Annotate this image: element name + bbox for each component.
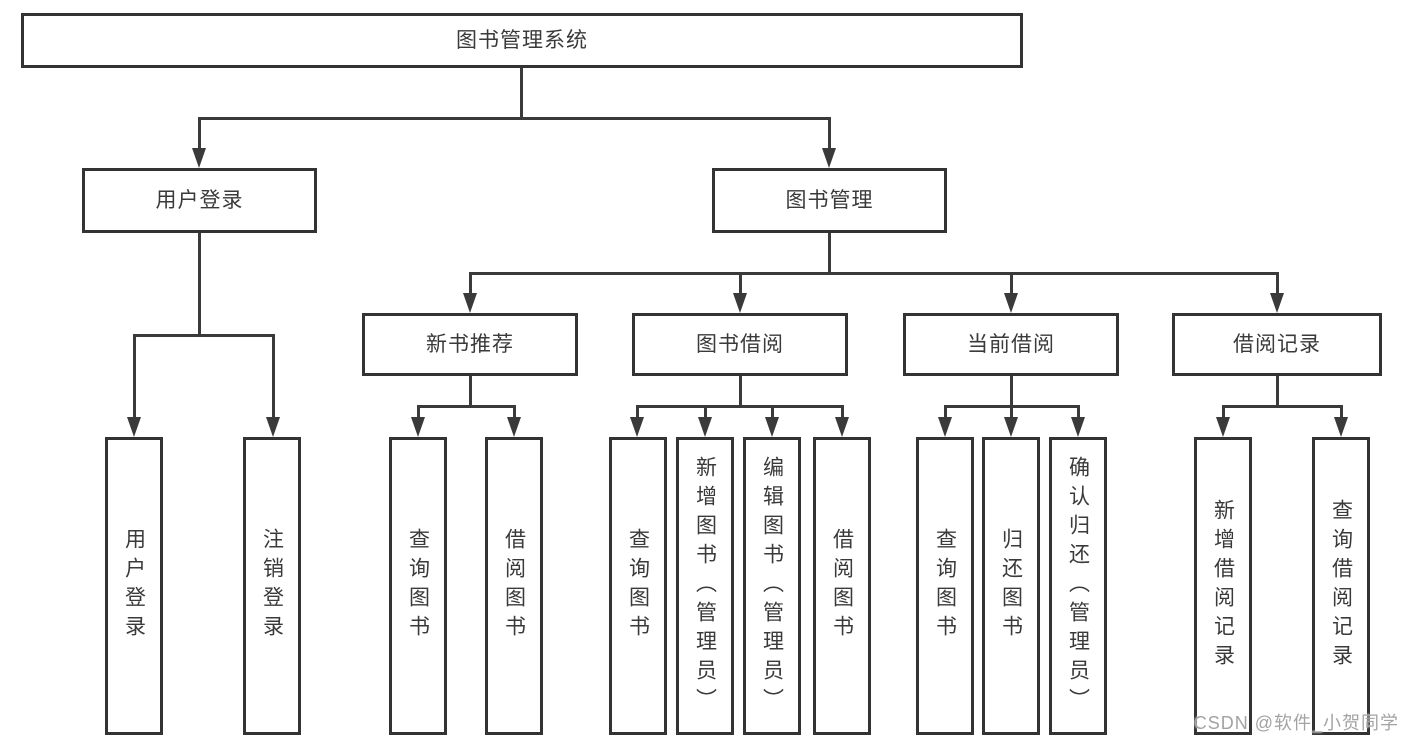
arrow-down-icon — [1004, 293, 1018, 313]
node-borrow-records: 借阅记录 — [1172, 313, 1382, 376]
connector-stem — [1340, 406, 1343, 420]
node-label: 注销登录 — [260, 528, 284, 644]
connector-bar — [469, 272, 1279, 275]
connector-stem — [1010, 376, 1013, 408]
node-label: 借阅记录 — [1233, 333, 1321, 356]
node-label: 查询图书 — [626, 528, 650, 644]
connector-stem — [513, 406, 516, 420]
leaf-current-confirm-return-admin: 确认归还（管理员） — [1049, 437, 1107, 735]
leaf-recommend-query-books: 查询图书 — [389, 437, 447, 735]
arrow-down-icon — [1216, 417, 1230, 437]
node-label: 确认归还（管理员） — [1066, 455, 1090, 717]
arrow-down-icon — [507, 417, 521, 437]
node-label: 借阅图书 — [830, 528, 854, 644]
node-book-management: 图书管理 — [712, 168, 947, 233]
node-book-borrow: 图书借阅 — [632, 313, 848, 376]
leaf-current-return-books: 归还图书 — [982, 437, 1040, 735]
csdn-watermark: CSDN @软件_小贺同学 — [1193, 713, 1399, 733]
arrow-down-icon — [938, 417, 952, 437]
connector-stem — [272, 335, 275, 420]
connector-stem — [1276, 376, 1279, 408]
connector-stem — [841, 406, 844, 420]
arrow-down-icon — [463, 293, 477, 313]
node-label: 图书借阅 — [696, 333, 784, 356]
node-label: 新增图书（管理员） — [693, 455, 717, 717]
node-user-login: 用户登录 — [82, 168, 317, 233]
node-new-book-recommend: 新书推荐 — [362, 313, 578, 376]
connector-bar — [417, 405, 516, 408]
node-label: 归还图书 — [999, 528, 1023, 644]
leaf-records-query-borrow-record: 查询借阅记录 — [1312, 437, 1370, 735]
connector-stem — [828, 118, 831, 151]
leaf-records-add-borrow-record: 新增借阅记录 — [1194, 437, 1252, 735]
node-label: 编辑图书（管理员） — [760, 455, 784, 717]
connector-stem — [417, 406, 420, 420]
connector-root-bar — [198, 117, 831, 120]
connector-stem — [704, 406, 707, 420]
node-label: 用户登录 — [122, 528, 146, 644]
leaf-borrow-borrow-books: 借阅图书 — [813, 437, 871, 735]
connector-stem — [739, 273, 742, 295]
node-label: 新增借阅记录 — [1211, 499, 1235, 673]
leaf-borrow-edit-books-admin: 编辑图书（管理员） — [743, 437, 801, 735]
connector-stem — [771, 406, 774, 420]
leaf-borrow-query-books: 查询图书 — [609, 437, 667, 735]
node-label: 当前借阅 — [967, 333, 1055, 356]
arrow-down-icon — [1004, 417, 1018, 437]
node-current-borrow: 当前借阅 — [903, 313, 1119, 376]
leaf-user-login: 用户登录 — [105, 437, 163, 735]
connector-bar — [1222, 405, 1343, 408]
connector-stem — [1276, 273, 1279, 295]
node-label: 新书推荐 — [426, 333, 514, 356]
node-label: 查询图书 — [406, 528, 430, 644]
connector-stem — [1222, 406, 1225, 420]
arrow-down-icon — [411, 417, 425, 437]
connector-stem — [198, 233, 201, 337]
node-label: 用户登录 — [155, 189, 244, 212]
connector-stem — [1010, 406, 1013, 420]
connector-root-stem — [520, 68, 523, 118]
leaf-borrow-add-books-admin: 新增图书（管理员） — [676, 437, 734, 735]
node-label: 图书管理 — [785, 189, 874, 212]
arrow-down-icon — [822, 148, 836, 168]
connector-stem — [1077, 406, 1080, 420]
leaf-recommend-borrow-books: 借阅图书 — [485, 437, 543, 735]
arrow-down-icon — [1270, 293, 1284, 313]
connector-stem — [636, 406, 639, 420]
arrow-down-icon — [733, 293, 747, 313]
arrow-down-icon — [192, 148, 206, 168]
connector-stem — [133, 335, 136, 420]
connector-stem — [469, 376, 472, 408]
node-label: 查询借阅记录 — [1329, 499, 1353, 673]
node-library-management-system: 图书管理系统 — [21, 13, 1023, 68]
connector-stem — [739, 376, 742, 408]
connector-bar — [636, 405, 844, 408]
connector-stem — [944, 406, 947, 420]
connector-stem — [198, 118, 201, 151]
leaf-current-query-books: 查询图书 — [916, 437, 974, 735]
arrow-down-icon — [1071, 417, 1085, 437]
connector-stem — [1010, 273, 1013, 295]
node-label: 图书管理系统 — [456, 29, 588, 52]
arrow-down-icon — [765, 417, 779, 437]
arrow-down-icon — [698, 417, 712, 437]
arrow-down-icon — [127, 417, 141, 437]
node-label: 借阅图书 — [502, 528, 526, 644]
arrow-down-icon — [630, 417, 644, 437]
connector-stem — [469, 273, 472, 295]
node-label: 查询图书 — [933, 528, 957, 644]
connector-stem — [828, 233, 831, 275]
arrow-down-icon — [1334, 417, 1348, 437]
arrow-down-icon — [835, 417, 849, 437]
connector-bar — [133, 334, 275, 337]
arrow-down-icon — [266, 417, 280, 437]
leaf-logout: 注销登录 — [243, 437, 301, 735]
